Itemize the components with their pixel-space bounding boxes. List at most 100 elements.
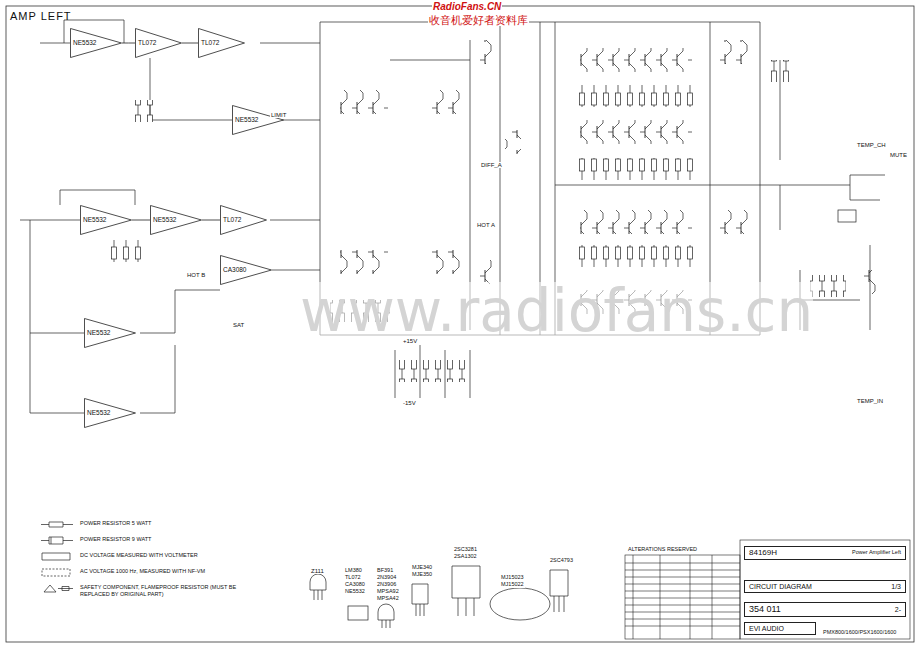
resistor-arrays xyxy=(110,60,846,382)
node-text: Power Amplifier Left xyxy=(852,550,901,556)
wires xyxy=(20,20,885,413)
resistor-row xyxy=(575,158,695,180)
transistor-row xyxy=(580,120,692,144)
node-text: NE5532 xyxy=(84,398,136,416)
part-label: CA3080 xyxy=(344,582,366,588)
node-text: TL072 xyxy=(135,28,182,46)
part-label: Z111 xyxy=(310,568,325,574)
legend-text: AC VOLTAGE 1000 Hz, MEASURED WITH NF-VM xyxy=(80,568,205,575)
legend-shape xyxy=(42,553,70,560)
transistor-row xyxy=(720,40,752,64)
part-label: 2N3904 xyxy=(376,575,397,581)
opamp-triangle xyxy=(136,29,182,58)
opamp-triangle xyxy=(85,319,136,348)
table-rules xyxy=(625,555,740,639)
part-label: -15V xyxy=(402,400,417,406)
node-text: NE5532 xyxy=(84,318,136,336)
opamp-triangle xyxy=(85,399,136,428)
transistor-row xyxy=(430,250,462,274)
transistor-row xyxy=(720,210,752,234)
part-label: 2SC3281 xyxy=(453,547,478,553)
transistor-row xyxy=(340,90,388,114)
part-label: 2SC4793 xyxy=(549,558,574,564)
alterations-table xyxy=(625,540,910,639)
to3-icon xyxy=(490,588,550,620)
opamp-triangle xyxy=(199,29,245,58)
node-text: TL072 xyxy=(198,28,245,46)
legend-item: POWER RESISTOR 5 WATT xyxy=(40,520,151,529)
part-label: HOT A xyxy=(476,222,496,228)
part-label: LM380 xyxy=(344,568,363,574)
opamp-symbol: NE5532 xyxy=(84,318,136,348)
diagram-title: AMP LEFT xyxy=(10,11,72,22)
transistor-row xyxy=(580,210,692,234)
dip-icon xyxy=(348,606,368,620)
legend-text: DC VOLTAGE MEASURED WITH VOLTMETER xyxy=(80,552,198,559)
node-text: CIRCUIT DIAGRAM xyxy=(749,583,812,590)
to126-icon xyxy=(412,584,428,616)
resistor-row xyxy=(395,360,467,382)
part-label: DIFF_A xyxy=(480,162,503,168)
resistor-row xyxy=(110,240,146,262)
opamp-symbol: TL072 xyxy=(135,28,182,58)
part-label: MPSA42 xyxy=(376,596,400,602)
part-label: MJE340 xyxy=(411,565,433,571)
opamp-symbol: TL072 xyxy=(198,28,245,58)
signal-wire xyxy=(202,220,220,221)
title-block-frame xyxy=(740,540,910,639)
legend-shape xyxy=(42,569,70,576)
title-block-cell: 84169HPower Amplifier Left xyxy=(744,546,906,560)
transistor-row xyxy=(505,130,521,154)
part-label: BF391 xyxy=(376,568,394,574)
legend-shape xyxy=(41,522,73,527)
legend-sample xyxy=(40,520,74,529)
opamp-symbol: NE5532 xyxy=(80,205,132,235)
part-label: 2SA1302 xyxy=(453,554,478,560)
signal-wire xyxy=(122,43,135,44)
title-block-cell: EVI AUDIO xyxy=(744,622,816,635)
resistor-row xyxy=(130,100,154,122)
legend-sample xyxy=(40,584,74,593)
legend-item: AC VOLTAGE 1000 Hz, MEASURED WITH NF-VM xyxy=(40,568,205,577)
legend-text: POWER RESISTOR 5 WATT xyxy=(80,520,151,527)
legend-sample xyxy=(40,536,74,545)
part-label: TEMP_CH xyxy=(856,142,887,148)
part-label: ALTERATIONS RESERVED xyxy=(627,547,698,553)
legend-sample xyxy=(40,552,74,561)
node-text: NE5532 xyxy=(150,205,202,223)
part-label: MPSA92 xyxy=(376,589,400,595)
node-text: CA3080 xyxy=(220,255,272,273)
part-label: SAT xyxy=(232,322,245,328)
resistor-row xyxy=(575,245,695,267)
opamp-symbol: CA3080 xyxy=(220,255,272,285)
opamp-symbol: TL072 xyxy=(220,205,267,235)
opamp-triangle xyxy=(71,29,122,58)
opamp-symbol: NE5532 xyxy=(232,105,284,135)
legend-item: SAFETY COMPONENT, FLAMEPROOF RESISTOR (M… xyxy=(40,584,250,597)
transistor-row xyxy=(862,270,878,294)
frame xyxy=(6,6,914,642)
opamp-triangle xyxy=(221,206,267,235)
node-text: 1/3 xyxy=(891,583,901,590)
transistor-row xyxy=(340,250,388,274)
to92-icon xyxy=(310,574,326,600)
watermark: www.radiofans.cn xyxy=(300,282,813,340)
watermark: RadioFans.CN xyxy=(432,2,502,12)
part-label: HOT B xyxy=(186,272,206,278)
opamp-symbol: NE5532 xyxy=(150,205,202,235)
signal-wire xyxy=(132,220,150,221)
signal-wire xyxy=(182,43,198,44)
legend-sample xyxy=(40,568,74,577)
transistor-row xyxy=(480,40,496,64)
part-label: TL072 xyxy=(344,575,362,581)
part-label: MUTE xyxy=(889,152,908,158)
transistor-row xyxy=(430,90,462,114)
transistor-arrays xyxy=(340,40,878,314)
title-block-cell: 354 0112- xyxy=(744,602,906,617)
part-label: MJ15023 xyxy=(500,575,525,581)
node-text: NE5532 xyxy=(80,205,132,223)
opamp-triangle xyxy=(151,206,202,235)
relay-symbol xyxy=(838,210,856,222)
opamp-triangle xyxy=(233,106,284,135)
